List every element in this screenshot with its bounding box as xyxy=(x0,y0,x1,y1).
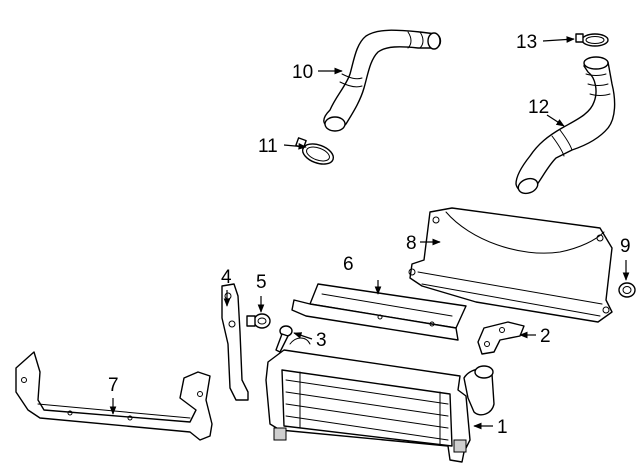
mounting-bracket-left xyxy=(221,283,249,401)
hose-clamp-lower xyxy=(295,137,335,165)
callout-label: 12 xyxy=(528,97,549,118)
callout-8: 8 xyxy=(406,233,441,254)
hose-clamp-upper xyxy=(575,33,609,47)
callout-label: 4 xyxy=(221,267,232,288)
upper-intake-hose xyxy=(323,29,442,132)
callout-4: 4 xyxy=(221,267,232,307)
callout-11: 11 xyxy=(258,136,307,157)
callout-label: 7 xyxy=(108,375,119,396)
callout-label: 3 xyxy=(316,330,327,351)
callout-6: 6 xyxy=(343,254,382,295)
callout-label: 11 xyxy=(258,136,278,157)
callout-label: 9 xyxy=(620,236,631,257)
callout-10: 10 xyxy=(292,62,343,83)
callout-12: 12 xyxy=(528,97,565,127)
callout-9: 9 xyxy=(620,236,631,281)
callout-13: 13 xyxy=(516,32,575,53)
grommet xyxy=(618,282,636,298)
bolt xyxy=(246,313,271,329)
mounting-bracket-right xyxy=(477,321,525,355)
callout-label: 1 xyxy=(497,417,508,438)
bolt-small xyxy=(275,325,293,353)
callout-5: 5 xyxy=(256,272,267,313)
callout-label: 8 xyxy=(406,233,417,254)
callout-label: 10 xyxy=(292,62,313,83)
callout-3: 3 xyxy=(293,330,327,351)
callout-2: 2 xyxy=(519,326,551,347)
callout-label: 6 xyxy=(343,254,354,275)
callout-7: 7 xyxy=(108,375,119,415)
callout-label: 13 xyxy=(516,32,537,53)
callout-1: 1 xyxy=(473,417,508,438)
callout-label: 5 xyxy=(256,272,267,293)
callout-label: 2 xyxy=(540,326,551,347)
upper-air-shroud xyxy=(408,207,613,323)
charge-air-cooler xyxy=(265,337,495,463)
lower-air-shroud xyxy=(15,351,213,441)
lower-intake-hose xyxy=(515,56,616,195)
upper-baffle-plate xyxy=(291,283,467,341)
